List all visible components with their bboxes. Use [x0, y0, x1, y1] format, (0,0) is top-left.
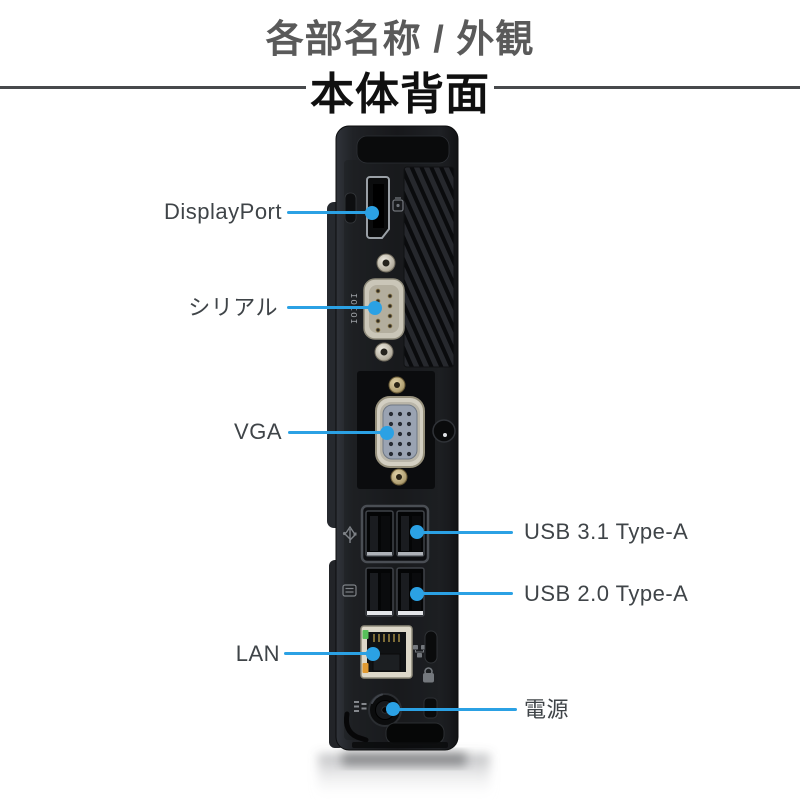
- lan-led-amber: [362, 663, 369, 673]
- leader-dot: [366, 647, 380, 661]
- dc-power-icon: [354, 701, 367, 712]
- vga-label: VGA: [234, 419, 282, 444]
- top-handle: [356, 135, 450, 164]
- serial-label: シリアル: [188, 295, 278, 320]
- network-icon: [413, 645, 426, 658]
- leader-line: [284, 652, 373, 655]
- page-subtitle: 本体背面: [310, 70, 490, 119]
- leader-line: [393, 708, 517, 711]
- leader-dot: [386, 702, 400, 716]
- lan-port: [360, 625, 413, 679]
- displayport-label: DisplayPort: [164, 199, 282, 224]
- lan-led-green: [362, 630, 369, 639]
- floor-reflection: [318, 752, 490, 800]
- security-slot: [424, 630, 438, 664]
- antenna-knockout: [432, 419, 456, 443]
- security-lock-icon: [423, 667, 434, 683]
- bottom-hook: [344, 711, 369, 743]
- displayport-icon: [392, 197, 404, 212]
- lan-label: LAN: [235, 641, 280, 666]
- serial-screw-top: [376, 253, 396, 273]
- power-label: 電源: [524, 697, 570, 722]
- usb31-label: USB 3.1 Type-A: [524, 519, 689, 544]
- leader-line: [417, 592, 513, 595]
- leader-dot: [410, 525, 424, 539]
- serial-screw-bottom: [374, 342, 394, 362]
- stand-slot: [385, 722, 445, 745]
- vga-screw-top: [388, 376, 406, 394]
- leader-dot: [380, 426, 394, 440]
- usb31-port-1: [365, 510, 394, 557]
- vga-screw-bottom: [390, 468, 408, 486]
- usb3-ss-icon: [342, 525, 357, 543]
- leader-dot: [365, 206, 379, 220]
- serial-port: [363, 278, 405, 340]
- leader-dot: [368, 301, 382, 315]
- page-title: 各部名称 / 外観: [265, 19, 535, 61]
- leader-line: [287, 306, 375, 309]
- bottom-bar: [352, 742, 448, 748]
- usb2-icon: [342, 584, 357, 597]
- usb20-label: USB 2.0 Type-A: [524, 581, 689, 606]
- displayport-port: [366, 176, 390, 239]
- vent-grille: [403, 166, 455, 368]
- subtitle-divider-left: [0, 86, 306, 89]
- leader-dot: [410, 587, 424, 601]
- leader-line: [417, 531, 513, 534]
- side-slot: [344, 192, 357, 224]
- leader-line: [287, 211, 372, 214]
- leader-line: [288, 431, 387, 434]
- usb20-port-1: [365, 567, 394, 617]
- subtitle-divider-right: [494, 86, 800, 89]
- vga-port: [375, 396, 425, 468]
